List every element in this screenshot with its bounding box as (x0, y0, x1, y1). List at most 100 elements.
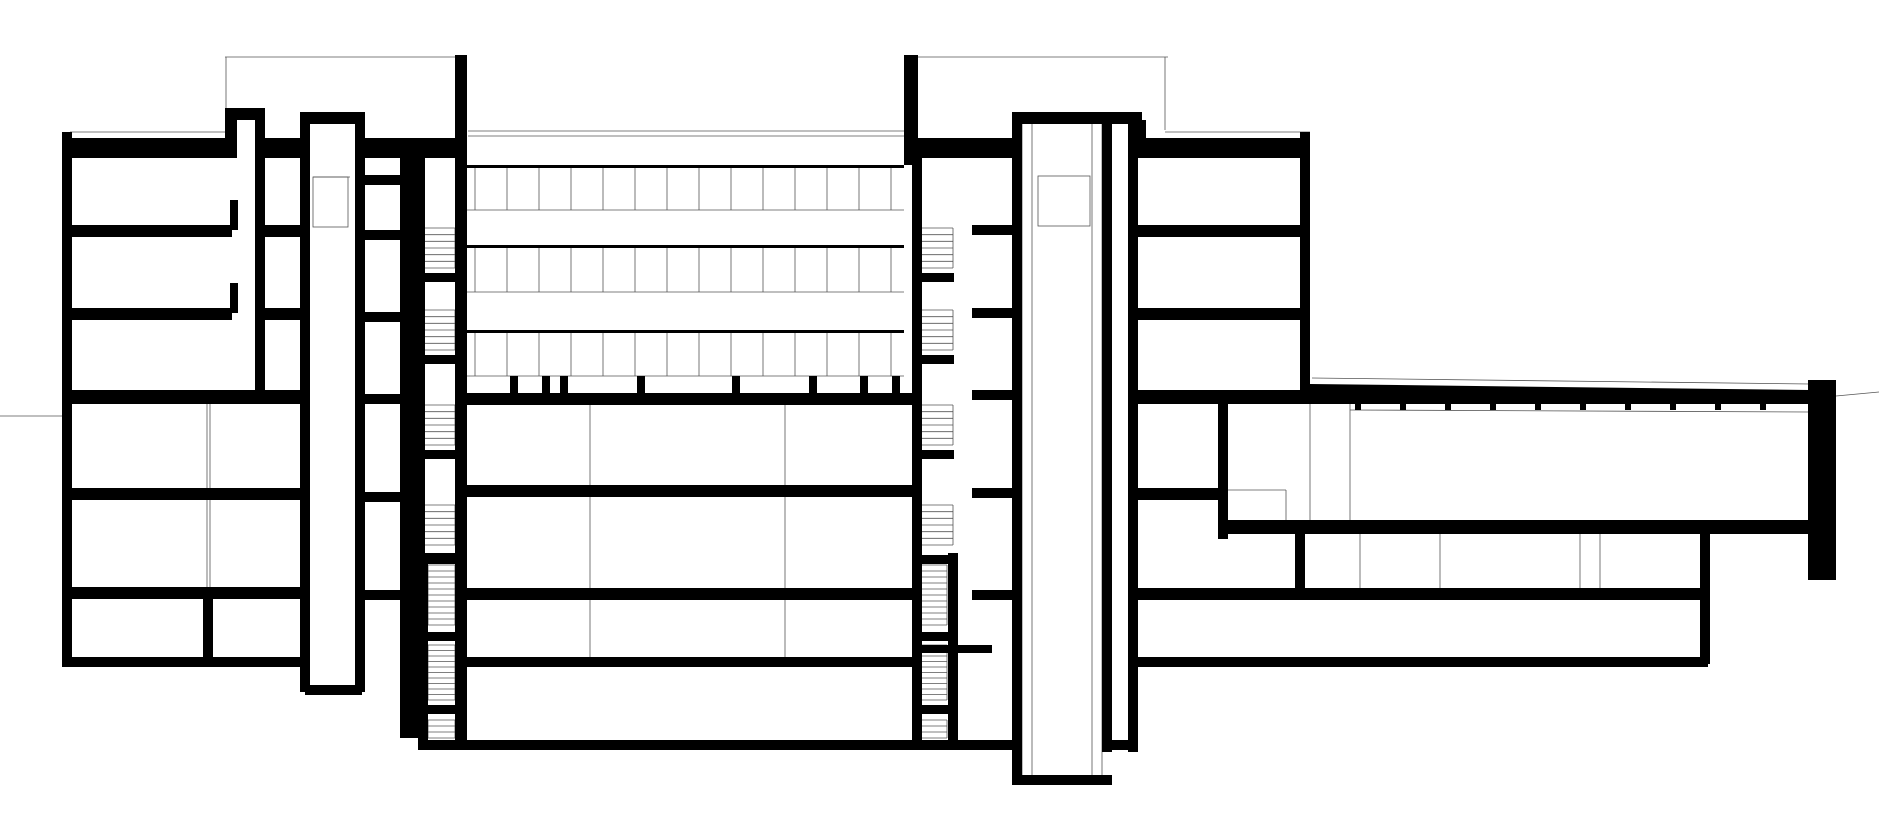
ramp-skylight-rib (1445, 392, 1451, 410)
left-stair-landing-3 (360, 394, 400, 404)
ramp-skylight-rib (1535, 392, 1541, 410)
ramp-skylight-line (1349, 409, 1811, 413)
left-wing-inner-column (255, 108, 265, 393)
generated-structure (62, 55, 1836, 785)
right-lift-shaft-right (1128, 112, 1138, 752)
right-stair-mid-landing-1 (918, 355, 954, 364)
right-lift-shaft-mid (1102, 112, 1112, 752)
courtyard-beam-drop-b-3 (892, 376, 900, 400)
left-stair-landing-5 (360, 590, 400, 600)
left-stair-landing-0 (355, 175, 400, 185)
left-stair-shaft-wall (400, 138, 415, 738)
ramp-skylight-rib (1400, 392, 1406, 410)
right-stair-mid-landing-3 (918, 555, 954, 564)
right-stair-landing-0 (972, 225, 1012, 235)
right-roof-slab-2 (1135, 138, 1307, 158)
right-stair-landing-4 (972, 590, 1012, 600)
right-wing-outer-wall (1300, 132, 1310, 402)
right-lift-shaft-left (1012, 112, 1022, 782)
right-tower-parapet (904, 55, 918, 165)
courtyard-floor-2 (467, 588, 912, 600)
ramp-skylight-rib (1580, 392, 1586, 410)
left-tower-parapet (455, 55, 467, 165)
left-column-joint-1 (230, 200, 238, 230)
ramp-skylight-rib (1625, 392, 1631, 410)
left-lower-floor-0 (62, 488, 307, 500)
left-lift-car (312, 176, 349, 228)
ramp-skylight-rib (1490, 392, 1496, 410)
right-roof-step (1138, 120, 1146, 150)
left-upper-floor-slab-b-1 (265, 308, 305, 320)
left-lower-stair-box-top (418, 553, 458, 563)
courtyard-floor-1 (467, 485, 912, 497)
ramp-skylight-rib (1670, 392, 1676, 410)
left-core-bottom (305, 685, 362, 695)
right-lower-floor-2 (1138, 588, 1708, 600)
courtyard-beam-drop-3 (860, 376, 868, 400)
courtyard-beam-drop-0 (510, 376, 518, 400)
courtyard-edge-beam-l (467, 393, 517, 405)
right-upper-floor-0 (1138, 225, 1308, 237)
left-lower-stair-box-wall (418, 553, 428, 743)
right-lift-car (1037, 175, 1091, 227)
courtyard-beam-drop-b-2 (809, 376, 817, 400)
courtyard-beam-drop-2 (732, 376, 740, 400)
ramp-skylight-rib (1715, 392, 1721, 410)
right-roof-slab-1 (918, 138, 1013, 158)
courtyard-ground-slab (467, 393, 912, 405)
right-lift-shaft-foot (1104, 740, 1138, 750)
left-core-top (300, 112, 365, 124)
left-base-slab (62, 657, 307, 667)
right-stair-mid-landing-2 (918, 450, 954, 459)
left-stair-wall-2 (415, 138, 425, 738)
left-stair-mid-landing-2 (420, 450, 456, 459)
right-stair-mid-landing-4 (918, 632, 954, 641)
courtyard-beam-drop-b-1 (637, 376, 645, 400)
left-stair-landing-1 (360, 230, 400, 240)
right-stair-landing-1 (972, 308, 1012, 318)
left-basement-column (203, 597, 213, 660)
right-stair-landing-3 (972, 488, 1012, 498)
courtyard-edge-beam-r (860, 393, 912, 405)
right-stair-mid-landing-5 (918, 705, 954, 714)
left-upper-floor-slab-1 (62, 308, 232, 320)
left-stair-mid-landing-4 (420, 632, 456, 641)
left-roof-slab (62, 138, 232, 158)
left-stair-landing-4 (360, 492, 400, 502)
left-lower-floor-1 (62, 587, 307, 599)
right-sloped-slab (1218, 520, 1808, 534)
right-courtyard-wall (912, 138, 922, 748)
left-main-slab (72, 390, 307, 404)
right-upper-floor-1 (1138, 308, 1308, 320)
left-stair-mid-landing-0 (420, 273, 456, 282)
right-main-slab (1138, 390, 1310, 404)
ground-line-right (1835, 391, 1879, 397)
right-lower-floor-1 (1138, 488, 1218, 500)
courtyard-gallery-1 (467, 245, 904, 248)
right-lift-tower-top (1012, 112, 1142, 124)
left-roof-slab-2 (265, 138, 305, 158)
right-lower-landing (922, 645, 992, 653)
courtyard-base-slab (418, 740, 1018, 750)
ramp-skylight-rib (1760, 392, 1766, 410)
left-roof-step-side (225, 108, 237, 158)
courtyard-floor-3 (467, 657, 912, 667)
ramp-roof-slab (1310, 384, 1810, 404)
courtyard-gallery-0 (467, 165, 904, 168)
left-stair-mid-landing-1 (420, 355, 456, 364)
ramp-skylight-rib (1355, 392, 1361, 410)
left-stair-landing-2 (360, 312, 400, 322)
courtyard-gallery-2 (467, 330, 904, 333)
left-courtyard-wall (455, 138, 467, 748)
right-lift-pit-bottom (1012, 775, 1112, 785)
left-column-joint-2 (230, 283, 238, 313)
right-wing-column (1295, 534, 1305, 594)
left-upper-floor-slab-b-0 (265, 225, 305, 237)
right-wing-end-wall (1700, 534, 1710, 664)
left-stair-mid-landing-5 (420, 705, 456, 714)
ramp-roof-line (1311, 377, 1811, 385)
ramp-retaining-wall (1808, 380, 1836, 580)
courtyard-beam-drop-1 (560, 376, 568, 400)
